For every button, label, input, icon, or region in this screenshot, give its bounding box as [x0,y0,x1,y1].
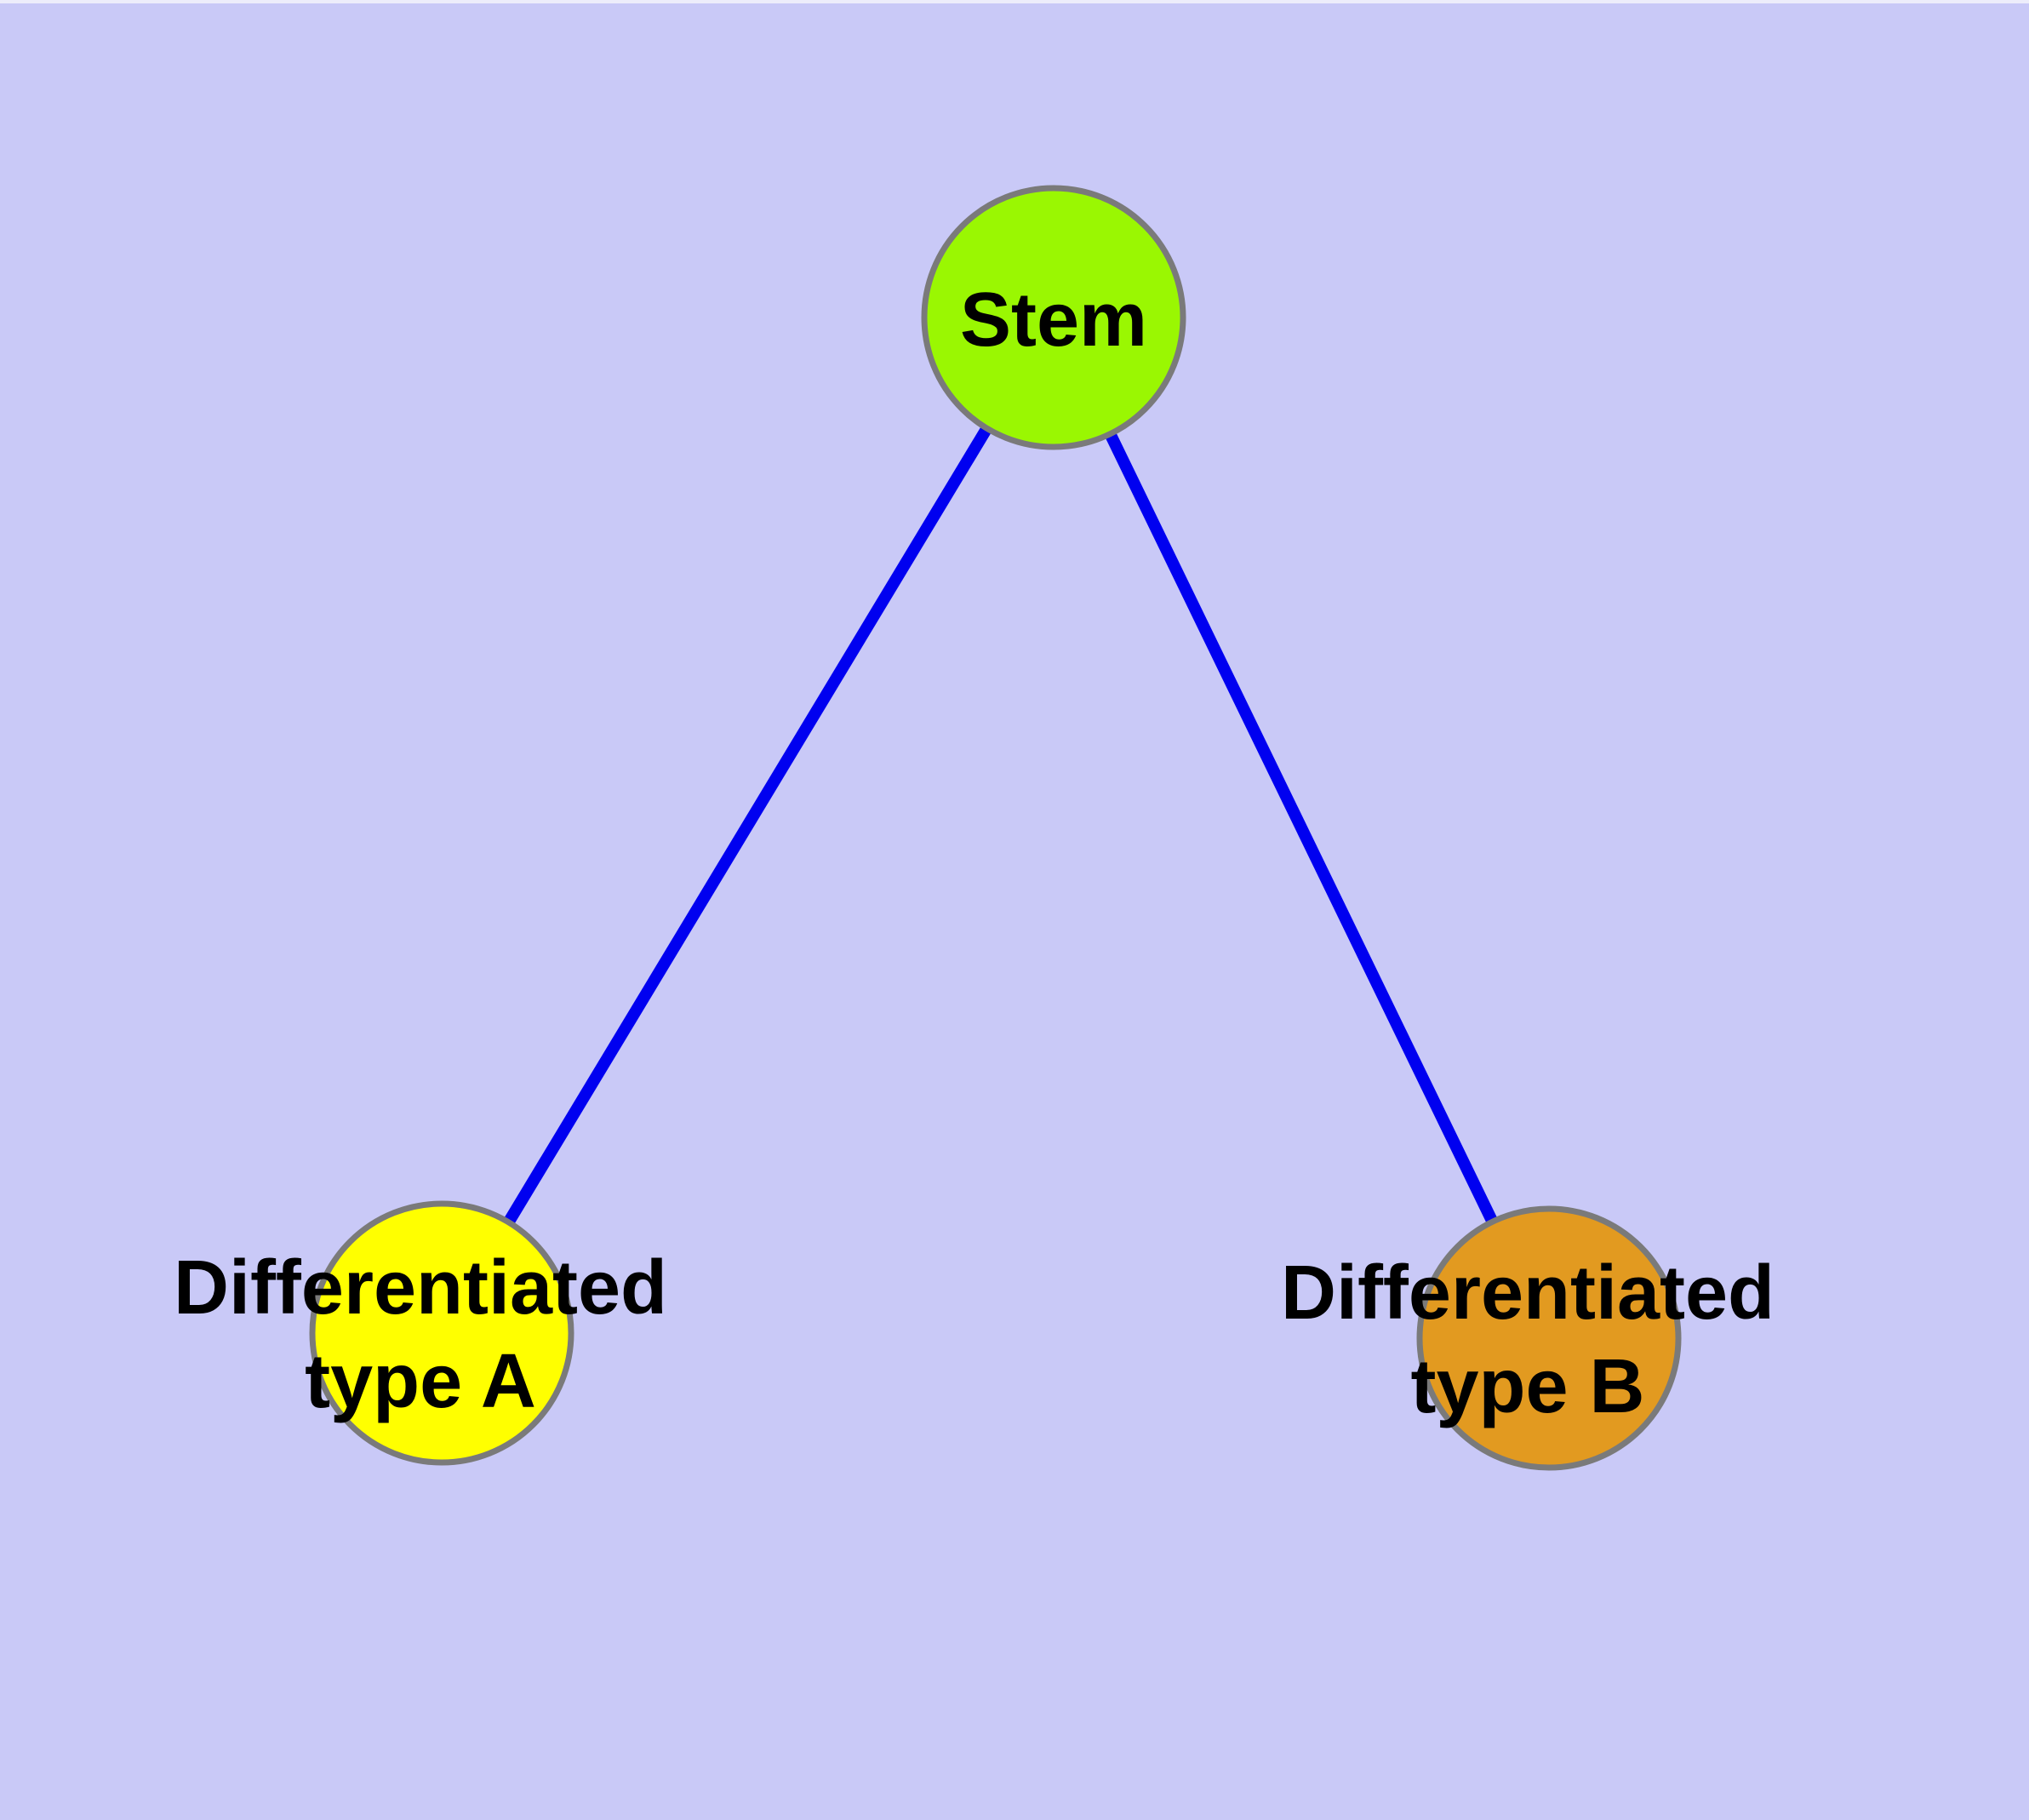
node-type-a-circle [309,1200,574,1466]
node-type-b-label-line1: Differentiated [1281,1251,1775,1336]
node-type-a-label-line2: type A [305,1339,536,1424]
node-type-a-label-line1: Differentiated [174,1245,667,1331]
node-stem-label: Stem [960,278,1147,363]
node-type-b-circle [1416,1205,1682,1471]
edge-stem-to-type-a [437,314,1059,1336]
node-stem-circle [921,185,1186,450]
top-margin-strip [0,0,2029,3]
node-type-b-label-line2: type B [1410,1344,1644,1429]
edge-stem-to-type-b [1048,314,1555,1342]
